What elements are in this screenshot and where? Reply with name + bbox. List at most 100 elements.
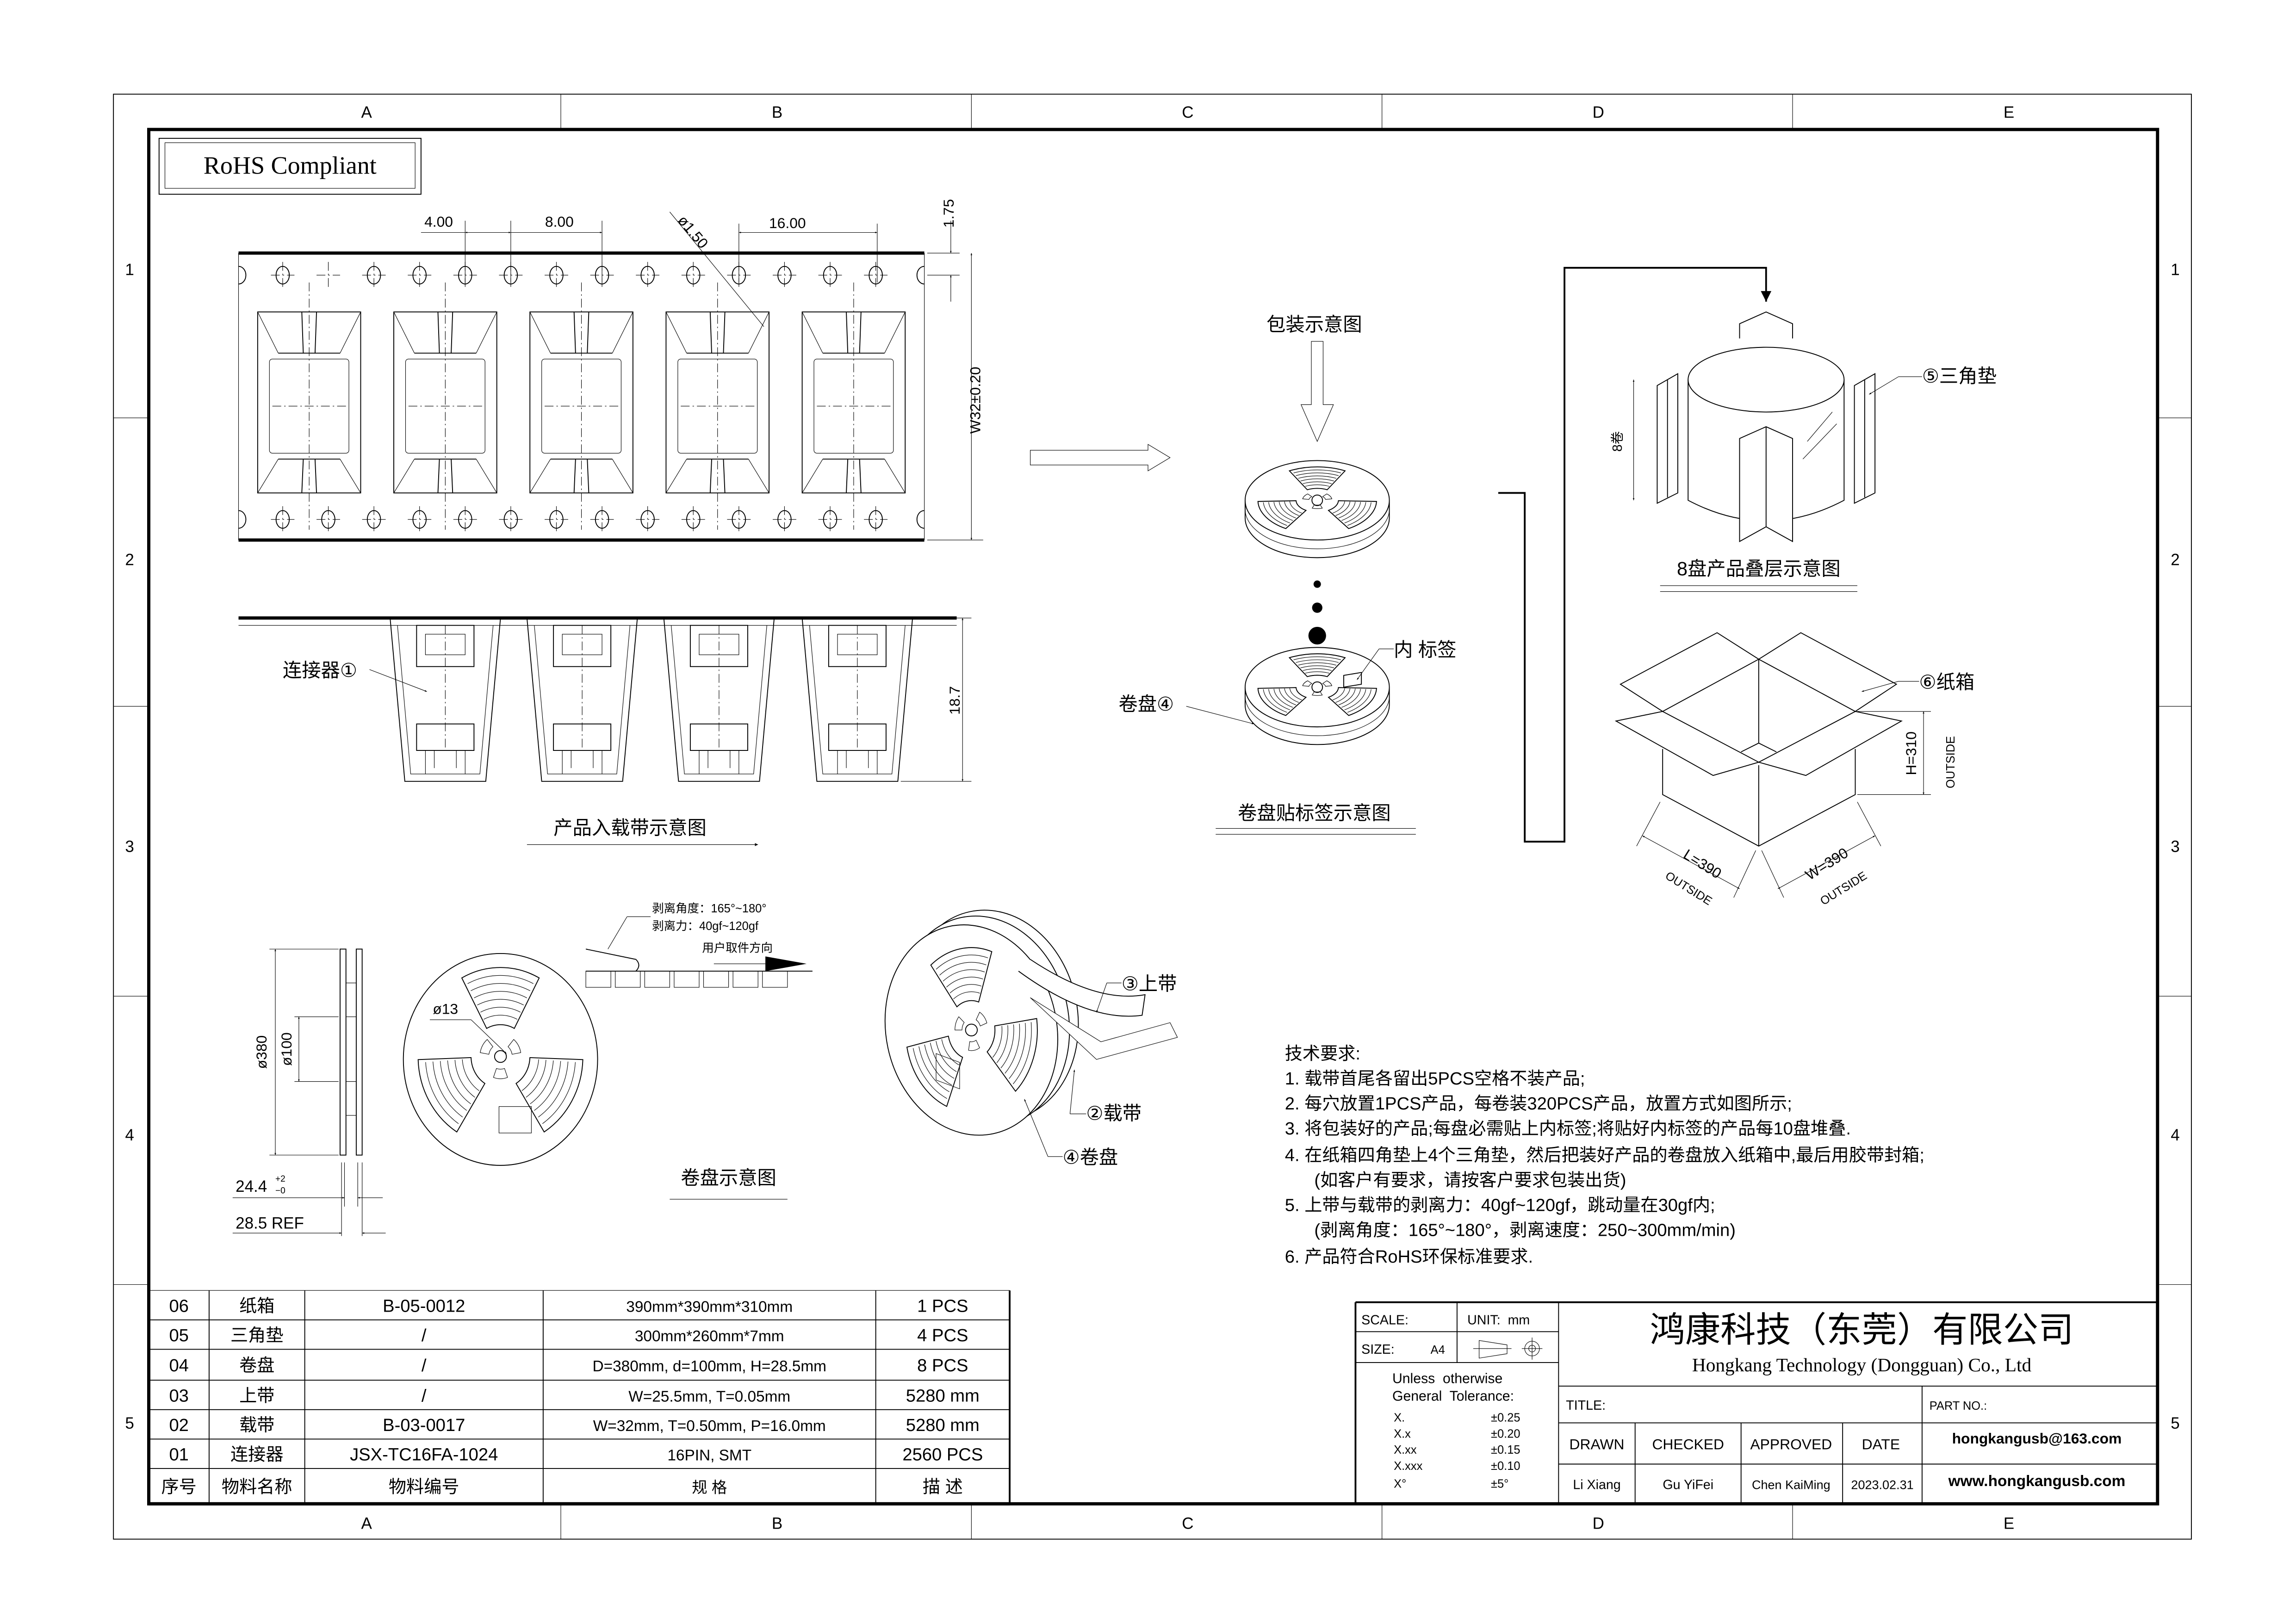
tape-cup [801,618,913,782]
dim-4: 4.00 [424,213,453,230]
zone-col-a: A [361,1514,372,1532]
company-name-cn: 鸿康科技（东莞）有限公司 [1650,1311,2074,1350]
column-labels-top: A B C D E [361,103,2015,121]
zone-col-d: D [1593,103,1604,121]
hub-slot [1322,680,1333,687]
part-no-label: PART NO.: [1930,1400,1987,1412]
size-value: A4 [1431,1344,1445,1357]
triangle-pad-callout: ⑤三角垫 [1922,365,1997,387]
tech-line: 5. 上带与载带的剥离力：40gf~120gf，跳动量在30gf内; [1285,1195,1715,1215]
hub-slot [1302,680,1313,687]
tech-line: 3. 将包装好的产品;每盘必需贴上内标签;将贴好内标签的产品每10盘堆叠. [1285,1119,1851,1139]
zone-col-d: D [1593,1514,1604,1532]
table-cell: 390mm*390mm*310mm [626,1298,793,1315]
contact-email[interactable]: hongkangusb@163.com [1952,1430,2122,1447]
peel-diagram: 剥离角度：165°~180° 剥离力：40gf~120gf 用户取件方向 [585,902,813,988]
tech-line: 6. 产品符合RoHS环保标准要求. [1285,1247,1533,1267]
peel-angle-text: 剥离角度：165°~180° [652,902,766,915]
dim-width: W32±0.20 [967,367,983,434]
inner-label [1343,672,1362,688]
tolerance-value: ±0.25 [1491,1411,1520,1424]
pick-direction-text: 用户取件方向 [702,942,773,955]
company-name-en: Hongkang Technology (Dongguan) Co., Ltd [1692,1354,2032,1376]
zone-row-1: 1 [2171,261,2179,279]
zone-row-5: 5 [125,1414,134,1432]
reel-window [1328,687,1377,716]
zone-row-2: 2 [2171,551,2179,569]
tolerance-title: Unless otherwise [1392,1371,1502,1387]
down-arrow-icon [1300,341,1334,442]
hub-slot [508,1039,521,1055]
zone-col-c: C [1182,103,1193,121]
tape-pocket [674,971,700,988]
tolerance-value: ±0.15 [1491,1443,1520,1456]
technical-requirements: 技术要求: 1. 载带首尾各留出5PCS空格不装产品; 2. 每穴放置1PCS产… [1285,1044,1924,1267]
reel-windows [417,967,583,1133]
zone-row-1: 1 [125,261,134,279]
date-label: DATE [1862,1436,1900,1453]
zone-col-e: E [2004,1514,2014,1532]
table-cell: / [422,1386,427,1406]
table-cell: 物料编号 [389,1477,459,1497]
row-labels-left: 1 2 3 4 5 [125,261,134,1432]
tape-cups [390,618,913,782]
hub-slot [1322,493,1333,500]
reel-window [461,967,540,1029]
tolerance-value: ±0.20 [1491,1427,1520,1440]
tape-pocket [762,971,788,988]
carrier-tape-callout: ②载带 [1086,1103,1142,1124]
packed-reel [1244,460,1390,558]
arbor-hole [965,1023,978,1036]
reel-window [930,947,993,1008]
table-cell: W=32mm, T=0.50mm, P=16.0mm [593,1418,826,1435]
tolerance-key: X.xx [1394,1443,1417,1456]
reel-callout: 卷盘④ [1118,694,1174,715]
tolerance-key: X.x [1394,1427,1411,1440]
table-cell: 1 PCS [917,1296,968,1316]
tape-pocket [615,971,641,988]
website-link[interactable]: www.hongkangusb.com [1948,1473,2126,1490]
dim-edge: 1.75 [940,199,957,228]
reel-window [515,1057,583,1133]
zone-col-a: A [361,103,372,121]
carton-height-outside: OUTSIDE [1944,736,1957,788]
arbor-hole [1311,681,1323,693]
dot [1308,626,1326,645]
hub-slot [480,1039,494,1055]
reel-window [1257,687,1307,716]
reel-window [1257,500,1307,529]
hub-slot [1302,493,1313,500]
tape-pocket [644,971,670,988]
tolerance-key: X. [1394,1411,1405,1424]
dim-arbor: ø13 [433,1000,458,1017]
packing-title: 包装示意图 [1266,314,1362,335]
tolerance-value: ±0.10 [1491,1460,1520,1473]
tape-pocket [732,971,758,988]
tape-pockets [257,282,906,530]
checked-by: Gu YiFei [1663,1478,1713,1493]
projection-symbol-icon [1473,1337,1543,1360]
reel-window [987,1018,1038,1092]
dim-hole-dia: ø1.50 [675,212,712,251]
peel-force-text: 剥离力：40gf~120gf [652,920,759,933]
scale-label: SCALE: [1361,1313,1409,1327]
carton-height: H=310 [1903,731,1919,775]
zone-row-2: 2 [125,551,134,569]
column-labels-bottom: A B C D E [361,1514,2015,1532]
hub-slot [968,1040,980,1051]
tape-pocket [393,282,497,530]
zone-col-c: C [1182,1514,1193,1532]
table-cell: 5280 mm [906,1386,980,1406]
packing-diagram: 包装示意图 内 标签 卷盘④ 卷盘贴标签示意图 [1118,314,1457,835]
size-label: SIZE: [1361,1342,1395,1357]
dim-reel-ref: 28.5 REF [236,1214,304,1233]
zone-row-5: 5 [2171,1414,2179,1432]
edge-notch [916,510,925,529]
tech-title: 技术要求: [1285,1044,1360,1064]
carton-callout: ⑥纸箱 [1919,671,1975,693]
reel-window [1288,466,1346,490]
unit-label: UNIT: mm [1467,1313,1530,1327]
